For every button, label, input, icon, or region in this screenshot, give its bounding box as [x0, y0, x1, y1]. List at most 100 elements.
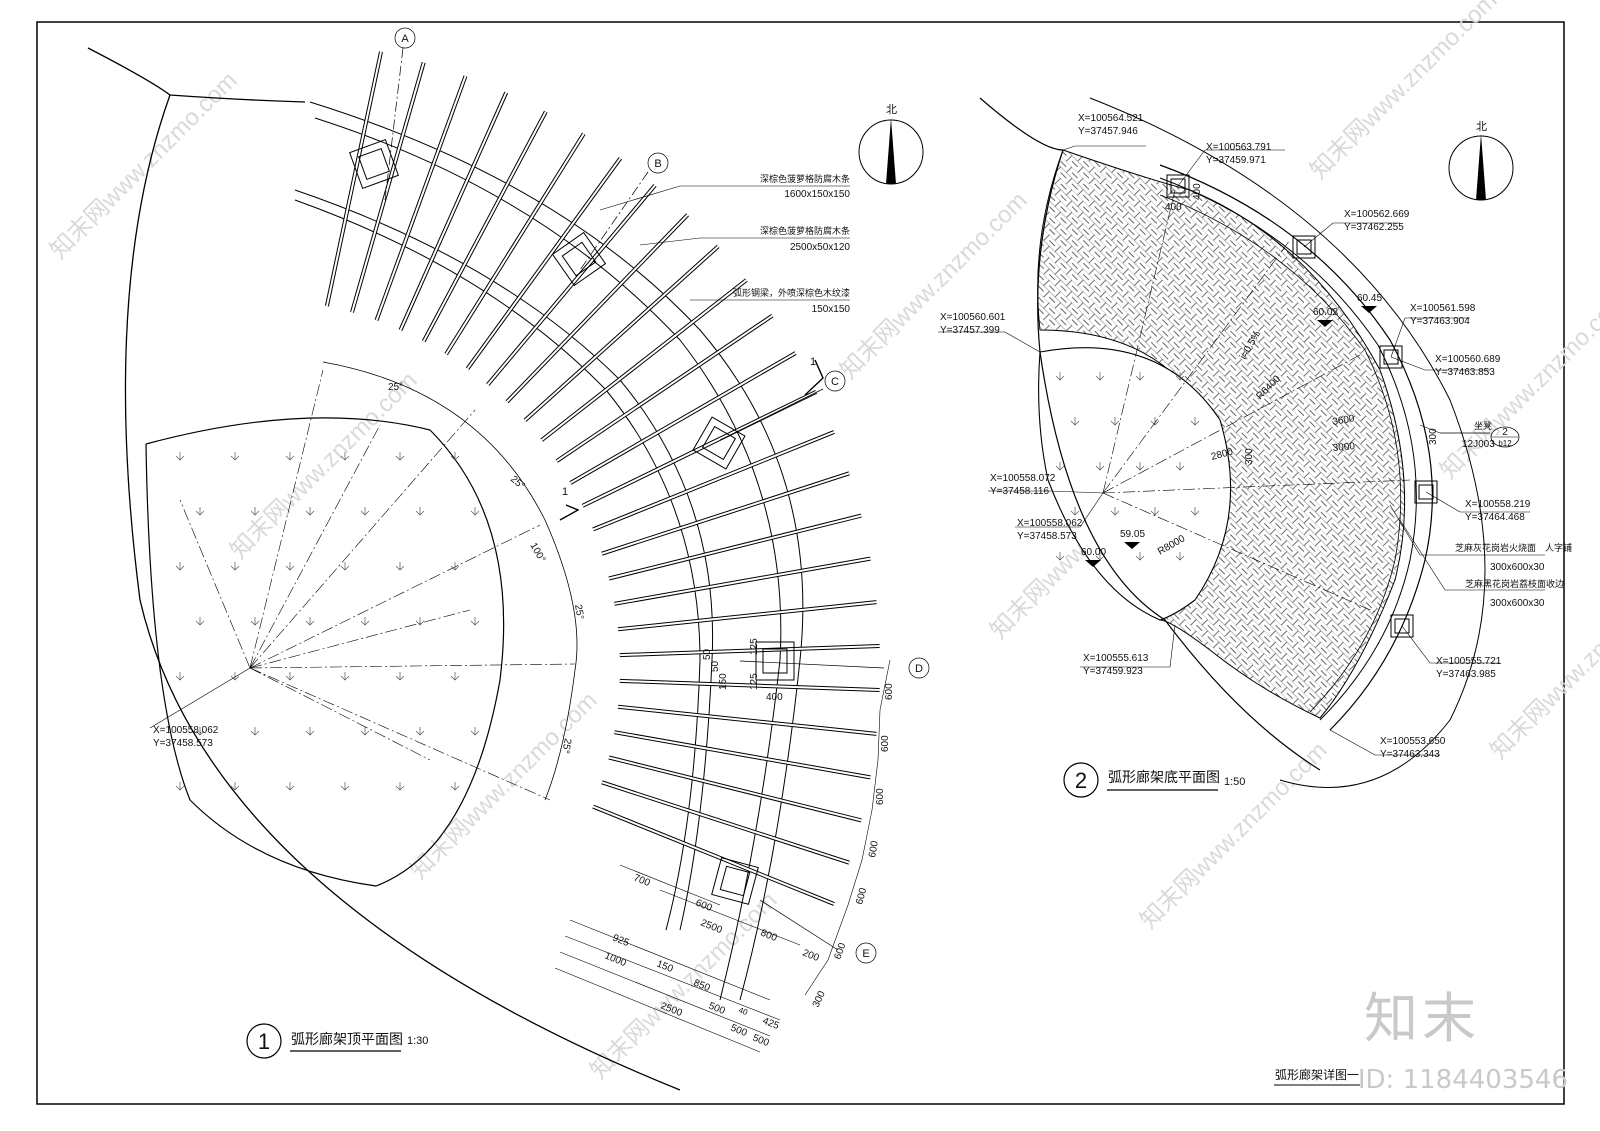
grid-label-e: E	[862, 948, 869, 960]
bottom-dim-5: 200	[801, 948, 821, 965]
plan1-arc-1	[309, 101, 804, 1001]
timber-slat-inner	[422, 111, 547, 342]
coord-1-y: Y=37457.946	[1078, 126, 1138, 137]
plan1-timber-slats	[324, 51, 880, 906]
note-3-line1: 弧形钢梁，外喷深棕色木纹漆	[733, 287, 850, 298]
plan2-levels: 60.02 60.45 59.05 60.00	[1081, 293, 1382, 558]
coord-6-x: X=100560.601	[940, 312, 1006, 323]
plan2-title: 弧形廊架底平面图	[1108, 769, 1220, 785]
grid-label-b: B	[654, 158, 661, 170]
id-watermark: ID: 1184403546	[1357, 1065, 1568, 1095]
grass-mark	[415, 507, 425, 516]
grass-mark	[395, 452, 405, 461]
grass-mark	[1095, 462, 1105, 471]
spacing-dim-6: 600	[832, 941, 848, 961]
center-leader	[149, 667, 251, 729]
bottom-dim-6: 925	[611, 933, 631, 950]
coord-7-x: X=100558.072	[990, 473, 1056, 484]
grass-mark	[285, 452, 295, 461]
plan1-boundary-outer	[87, 47, 681, 1091]
coord-3-y: Y=37462.255	[1344, 222, 1404, 233]
grass-mark	[230, 562, 240, 571]
plan1-post-dims: 125 125 400 50 50 150	[702, 638, 783, 703]
note-2-line1: 深棕色菠萝格防腐木条	[760, 225, 850, 236]
grass-mark	[1190, 507, 1200, 516]
section-mark-top: 1	[810, 356, 816, 368]
center-coord-y: Y=37458.573	[153, 738, 213, 749]
grass-mark	[195, 617, 205, 626]
grass-mark	[1055, 462, 1065, 471]
plan2-lawn	[1038, 347, 1232, 621]
plan2-material-leaders	[1389, 504, 1545, 591]
plan1-arc-2	[314, 117, 782, 1001]
plan1-scale: 1:30	[407, 1035, 428, 1047]
coord-1-x: X=100564.521	[1078, 113, 1144, 124]
timber-slat-inner	[614, 731, 871, 779]
plan1-angle-arc	[322, 361, 578, 801]
seat-label: 坐凳	[1474, 421, 1492, 431]
plan2-materials: 芝麻灰花岗岩火烧面 人字铺 300x600x30 芝麻黑花岗岩荔枝面收边 300…	[1455, 542, 1572, 609]
plan2-coords: X=100564.521 Y=37457.946 X=100563.791 Y=…	[940, 113, 1531, 760]
bottom-dim-7: 1000	[603, 951, 628, 970]
coord-2-y: Y=37459.971	[1206, 155, 1266, 166]
seat-ref: 12J003	[1462, 439, 1495, 450]
bottom-dim-2: 600	[694, 898, 714, 915]
timber-slat-inner	[619, 645, 880, 657]
brand-watermark: 知末	[1364, 987, 1480, 1050]
material-1-line1: 芝麻灰花岗岩火烧面 人字铺	[1455, 542, 1572, 553]
grass-mark	[1070, 507, 1080, 516]
grass-mark	[175, 782, 185, 791]
grass-mark	[230, 782, 240, 791]
coord-11-y: Y=37463.985	[1436, 669, 1496, 680]
grass-mark	[415, 617, 425, 626]
bottom-dim-4: 800	[759, 928, 779, 945]
section-mark-bottom: 1	[562, 486, 568, 498]
plan1-arc-3	[294, 189, 714, 931]
grass-mark	[175, 452, 185, 461]
plan1-notes: 深棕色菠萝格防腐木条 1600x150x150 深棕色菠萝格防腐木条 2500x…	[733, 173, 850, 315]
plan2-north-label: 北	[1476, 120, 1487, 133]
grass-mark	[1135, 462, 1145, 471]
grass-mark	[250, 617, 260, 626]
plan1-title: 弧形廊架顶平面图	[291, 1031, 403, 1047]
coord-6-y: Y=37457.399	[940, 325, 1000, 336]
plan1-angle-rays	[179, 369, 576, 801]
watermark-text: 知末网www.znzmo.com	[1485, 567, 1600, 764]
bottom-dim-15: 40	[737, 1006, 749, 1018]
spacing-dim-5: 600	[854, 886, 869, 905]
timber-slat-inner	[569, 352, 797, 484]
note-1-line1: 深棕色菠萝格防腐木条	[760, 173, 850, 184]
timber-slat-inner	[592, 431, 835, 531]
coord-3-x: X=100562.669	[1344, 209, 1410, 220]
grass-mark	[340, 562, 350, 571]
coord-8-x: X=100558.062	[1017, 518, 1083, 529]
p2-dim-2: 400	[1192, 183, 1203, 200]
timber-slat-inner	[399, 92, 508, 331]
grass-mark	[340, 782, 350, 791]
timber-slat-inner	[540, 279, 748, 441]
grass-mark	[1190, 417, 1200, 426]
bottom-dim-13: 425	[761, 1016, 781, 1033]
watermark-text: 知末网www.znzmo.com	[405, 687, 602, 884]
post-dim-3: 400	[766, 692, 783, 703]
plan1-grid-bubbles	[384, 27, 930, 964]
grass-mark	[470, 617, 480, 626]
post-dim-2: 125	[749, 673, 760, 690]
watermark-text: 知末网www.znzmo.com	[835, 187, 1032, 384]
spacing-dim-2: 600	[880, 735, 891, 752]
plan1-grass-marks	[175, 452, 480, 791]
plan1-boundary-top	[169, 94, 306, 103]
seat-reference: 坐凳 12J003 2 b12	[1419, 421, 1520, 450]
coord-10-y: Y=37459.923	[1083, 666, 1143, 677]
grass-mark	[360, 727, 370, 736]
watermark-text: 知末网www.znzmo.com	[45, 67, 242, 264]
grass-mark	[175, 672, 185, 681]
timber-slat-inner	[617, 705, 877, 735]
plan2-arc-edge	[1159, 194, 1402, 713]
plan1-north-arrow: 北	[858, 103, 924, 185]
coord-7-y: Y=37458.116	[990, 486, 1049, 497]
grass-mark	[450, 782, 460, 791]
plan1-spacing-chain	[804, 659, 891, 996]
p2-dim-6: 300	[1244, 448, 1255, 465]
timber-slat-inner	[506, 214, 689, 403]
